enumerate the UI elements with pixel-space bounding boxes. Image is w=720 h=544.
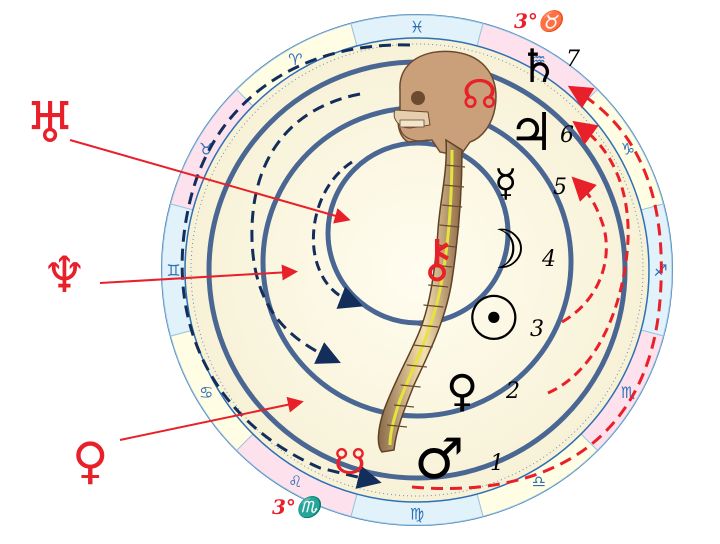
- chakra-number-7: 7: [566, 47, 580, 72]
- zodiac-glyph-virgo: ♍: [410, 505, 424, 524]
- vertebra-line: [386, 424, 408, 428]
- jupiter-symbol: ♃: [508, 103, 555, 163]
- vertebra-line: [432, 264, 453, 268]
- chakra-number-3: 3: [530, 317, 544, 342]
- neptune-pointer: [99, 264, 298, 284]
- south-node-symbol: ☋: [334, 442, 366, 483]
- chakra-number-1: 1: [490, 451, 504, 476]
- zodiac-glyph-aries: ♈: [288, 50, 302, 69]
- zodiac-glyph-gemini: ♊: [166, 261, 180, 280]
- venus-outer-symbol: ♀: [72, 432, 109, 490]
- vertebra-line: [418, 324, 439, 328]
- neptune-symbol: ♆: [42, 246, 87, 304]
- vertebra-line: [436, 244, 457, 248]
- vertebra-line: [406, 364, 427, 368]
- vertebra-line: [412, 344, 433, 348]
- zodiac-glyph-cancer: ♋: [199, 383, 213, 402]
- chakra-number-5: 5: [553, 175, 567, 200]
- red-dashed-arc-outer: [411, 85, 663, 490]
- north-node-symbol: ☊: [462, 72, 498, 118]
- vertebra-line: [444, 164, 466, 168]
- venus-symbol: ♀: [446, 366, 478, 417]
- navy-dashed-arc-middle: [250, 92, 361, 364]
- chakra-number-6: 6: [560, 123, 574, 148]
- zodiac-glyph-libra: ♎: [532, 472, 546, 491]
- zodiac-glyph-leo: ♌: [288, 472, 302, 491]
- uranus-pointer: [69, 139, 351, 224]
- mars-symbol: ♂: [414, 427, 464, 492]
- uranus-symbol: ♅: [25, 91, 75, 156]
- zodiac-glyph-pisces: ♓: [410, 18, 424, 37]
- venus-pointer: [119, 396, 304, 441]
- navy-dashed-arc-inner: [311, 160, 364, 309]
- skull-spine-illustration: [377, 50, 497, 453]
- vertebra-line: [442, 204, 463, 208]
- degree-label-top: 3°♉: [514, 9, 567, 33]
- navy-dashed-arc-outer: [180, 43, 411, 489]
- chiron-symbol: ⚷: [418, 229, 456, 289]
- mercury-symbol: ☿: [494, 161, 517, 205]
- moon-symbol: ☽: [478, 218, 526, 281]
- zodiac-glyph-aquarius: ♒: [532, 50, 546, 69]
- vertebra-line: [443, 184, 465, 188]
- red-dashed-arc-middle: [547, 120, 630, 395]
- vertebra-line: [423, 304, 444, 308]
- saturn-symbol: ♄: [518, 39, 559, 93]
- vertebra-line: [400, 384, 421, 388]
- vertebra-line: [428, 284, 449, 288]
- vertebra-line: [393, 404, 415, 408]
- red-dashed-arc-inner: [561, 176, 608, 324]
- chakra-number-2: 2: [505, 379, 520, 404]
- zodiac-glyph-taurus: ♉: [199, 139, 213, 158]
- ring-inner: [325, 140, 511, 326]
- sun-symbol: ☉: [466, 282, 522, 355]
- degree-label-bottom: 3°♏: [272, 495, 325, 519]
- chakra-number-4: 4: [541, 247, 556, 272]
- degree-tick-ring: [190, 43, 644, 497]
- zodiac-inner-edge: [184, 37, 650, 503]
- vertebra-line: [439, 224, 460, 228]
